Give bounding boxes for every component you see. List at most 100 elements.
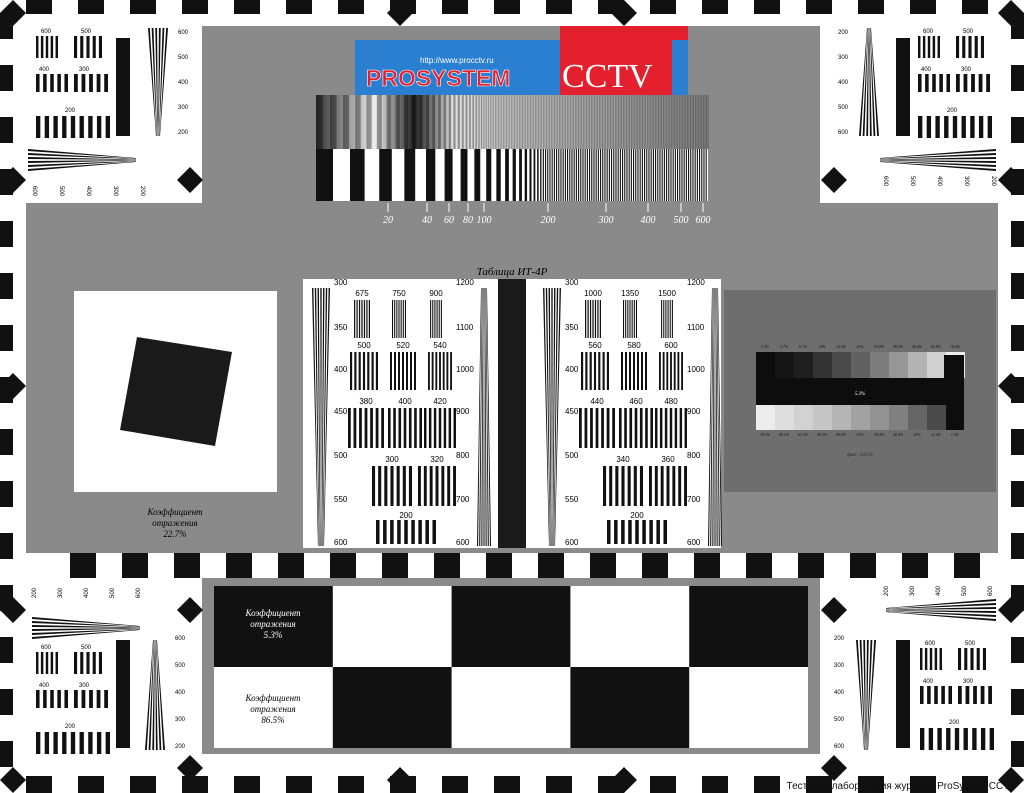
center-wedge-line: [486, 288, 491, 546]
corner-line: [64, 690, 68, 708]
corner-scale-label: 300: [112, 186, 118, 197]
sweep-fine-line: [574, 95, 576, 149]
corner-group-label: 600: [925, 641, 936, 647]
resolution-line: [450, 352, 452, 390]
sweep-fine-line: [630, 95, 632, 149]
sweep-fine-line: [316, 95, 323, 149]
corner-group-label: 300: [79, 683, 90, 689]
corner-line: [965, 686, 970, 704]
sweep-fine-line: [560, 95, 562, 149]
checker-square: [214, 586, 333, 667]
resolution-line: [383, 520, 387, 544]
border-top-block: [442, 0, 468, 14]
sweep-fine-line: [576, 95, 578, 149]
corner-line: [43, 690, 47, 708]
sweep-fine-line: [608, 95, 610, 149]
resolution-line: [371, 352, 374, 390]
border-right-block: [1011, 221, 1024, 247]
corner-line: [80, 652, 84, 674]
sweep-bar: [556, 149, 558, 201]
border-right-block: [1011, 325, 1024, 351]
corner-line: [89, 74, 93, 92]
corner-line: [92, 36, 96, 58]
resolution-line: [631, 300, 633, 338]
resolution-line: [435, 300, 437, 338]
resolution-line: [402, 466, 406, 506]
group-label: 1500: [658, 289, 676, 298]
corner-line: [934, 648, 938, 670]
resolution-line: [678, 466, 682, 506]
sweep-fine-line: [493, 95, 495, 149]
corner-line: [50, 690, 54, 708]
sweep-bar: [703, 149, 705, 201]
corner-line: [40, 36, 44, 58]
corner-scale-label: 300: [834, 663, 845, 669]
resolution-line: [592, 300, 594, 338]
corner-scale-label: 200: [178, 130, 189, 136]
corner-line: [968, 36, 972, 58]
corner-line: [937, 728, 942, 750]
sweep-fine-line: [594, 95, 595, 149]
sweep-fine-line: [386, 95, 392, 149]
resolution-line: [590, 408, 593, 448]
corner-line: [74, 690, 78, 708]
gray-step-value: 49.8%: [836, 432, 847, 437]
corner-wedge-line: [886, 607, 996, 610]
scale-right-label: 600: [456, 538, 470, 547]
sweep-fine-line: [624, 95, 626, 149]
scale-left-label: 300: [334, 278, 348, 287]
sweep-fine-line: [558, 95, 560, 149]
sweep-fine-line: [491, 95, 493, 149]
border-bottom-block: [962, 776, 988, 793]
corner-line: [105, 116, 110, 138]
resolution-line: [664, 300, 666, 338]
sweep-fine-line: [578, 95, 579, 149]
sweep-fine-line: [629, 95, 631, 149]
gray-scale-black-bar: [756, 378, 964, 405]
border-bottom-block: [286, 776, 312, 793]
sweep-bar: [602, 149, 604, 201]
sweep-fine-line: [677, 95, 679, 149]
sweep-bar: [580, 149, 582, 201]
sweep-fine-line: [592, 95, 594, 149]
corner-group-label: 400: [921, 67, 932, 73]
sweep-fine-line: [693, 95, 695, 149]
sweep-bar: [542, 149, 544, 201]
corner-line: [50, 36, 54, 58]
corner-wedge-line: [867, 640, 876, 750]
sweep-fine-line: [694, 95, 696, 149]
border-bottom-block: [26, 776, 52, 793]
border-left-block: [0, 637, 13, 663]
center-wedge-line: [485, 288, 489, 546]
sweep-bar: [474, 149, 481, 201]
reflectance-label-2: отражения: [152, 518, 197, 528]
diamond-marker: [998, 597, 1024, 623]
corner-scale-label: 600: [175, 636, 186, 642]
middle-checker-block: [174, 553, 200, 578]
sweep-bar: [683, 149, 685, 201]
sweep-fine-line: [579, 95, 581, 149]
sweep-bar: [586, 149, 588, 201]
sweep-fine-line: [581, 95, 583, 149]
sweep-fine-line: [634, 95, 635, 149]
gray-step: [927, 352, 946, 378]
center-left-resolution: 3003504004505005506001200110010009008007…: [312, 278, 491, 547]
sweep-bar: [540, 149, 542, 201]
checker-dark-value: 5.3%: [264, 630, 283, 640]
resolution-line: [384, 466, 388, 506]
sweep-fine-line: [595, 95, 597, 149]
sweep-fine-line: [645, 95, 647, 149]
checker-light-label-2: отражения: [250, 704, 295, 714]
sweep-fine-line: [411, 95, 416, 149]
sweep-fine-line: [376, 95, 382, 149]
gray-step: [775, 405, 794, 430]
resolution-line: [368, 300, 370, 338]
resolution-line: [358, 352, 361, 390]
resolution-line: [408, 466, 412, 506]
sweep-fine-line: [688, 95, 690, 149]
sweep-fine-line: [654, 95, 656, 149]
resolution-line: [635, 520, 639, 544]
sweep-fine-line: [661, 95, 663, 149]
sweep-fine-line: [515, 95, 517, 149]
